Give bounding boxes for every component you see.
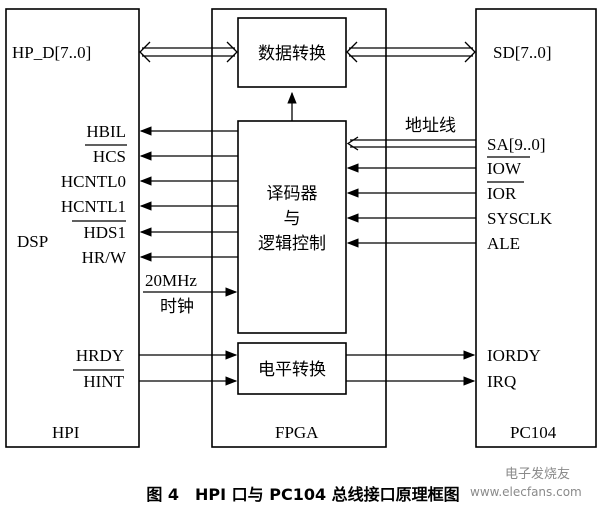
dsp-hpi-block — [5, 8, 140, 448]
sd-label: SD[7..0] — [493, 43, 552, 62]
hpi-label: HPI — [52, 423, 80, 442]
sa-label: SA[9..0] — [487, 135, 546, 154]
sysclk-label: SYSCLK — [487, 209, 553, 228]
data-convert-box — [237, 17, 347, 88]
hcntl0-label: HCNTL0 — [61, 172, 126, 191]
decoder-label-line1: 译码器 — [267, 184, 318, 204]
data-convert-label: 数据转换 — [258, 44, 326, 64]
hint-label: HINT — [83, 372, 124, 391]
dsp-label: DSP — [17, 232, 48, 251]
ior-label: IOR — [487, 184, 517, 203]
irq-label: IRQ — [487, 372, 516, 391]
decoder-label-line3: 逻辑控制 — [258, 234, 326, 254]
level-convert-label: 电平转换 — [258, 360, 326, 380]
pc104-label: PC104 — [510, 423, 557, 442]
hbil-label: HBIL — [86, 122, 126, 141]
hds1-label: HDS1 — [83, 223, 126, 242]
level-convert-box — [237, 342, 347, 395]
ale-label: ALE — [487, 234, 520, 253]
fpga-block — [211, 8, 387, 448]
hcntl1-label: HCNTL1 — [61, 197, 126, 216]
clock-label: 时钟 — [160, 297, 194, 317]
fpga-label: FPGA — [275, 423, 319, 442]
hcs-label: HCS — [93, 147, 126, 166]
hrw-label: HR/W — [82, 248, 127, 267]
hp-d-bus-arrow — [139, 41, 238, 63]
pc104-block — [475, 8, 597, 448]
hrdy-label: HRDY — [76, 346, 124, 365]
iow-label: IOW — [487, 159, 522, 178]
clock-freq-label: 20MHz — [145, 271, 197, 290]
decoder-label-line2: 与 — [284, 209, 301, 229]
address-bus-arrow — [346, 136, 476, 151]
watermark-line2: www.elecfans.com — [470, 485, 582, 499]
address-bus-label: 地址线 — [405, 116, 456, 136]
watermark-line1: 电子发烧友 — [505, 466, 570, 482]
sd-bus-arrow — [346, 41, 476, 63]
iordy-label: IORDY — [487, 346, 541, 365]
figure-caption: 图 4 HPI 口与 PC104 总线接口原理框图 — [146, 485, 459, 504]
hp-d-label: HP_D[7..0] — [12, 43, 91, 62]
